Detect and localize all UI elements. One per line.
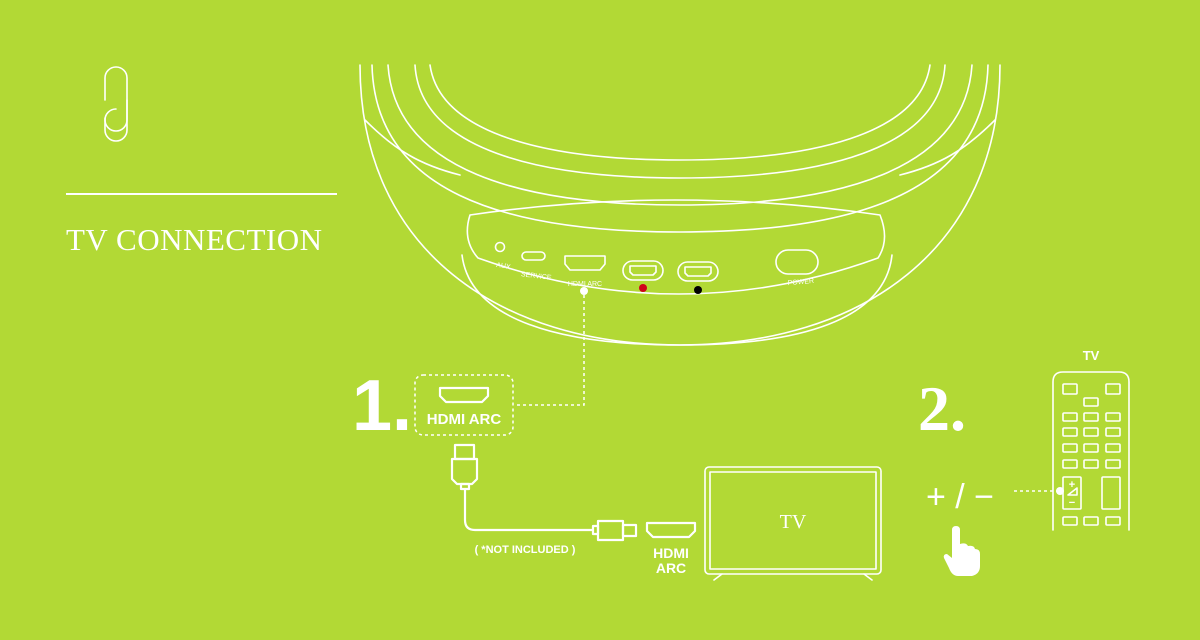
remote-label: TV	[1083, 348, 1100, 363]
power-label: POWER	[787, 278, 814, 287]
volume-rocker	[1062, 476, 1082, 510]
volume-symbol: + / −	[926, 478, 994, 516]
tv-remote-icon	[1052, 371, 1130, 531]
tv-icon	[704, 466, 882, 581]
speaker-port-black	[677, 261, 719, 282]
step-2-number: 2.	[918, 373, 966, 444]
power-button	[775, 249, 819, 275]
tv-label: TV	[780, 511, 807, 533]
speaker-port-red	[622, 260, 664, 281]
aux-port	[494, 241, 506, 253]
dotted-leader	[515, 295, 585, 406]
ports: AUX SERVICE HDMI ARC POWER	[494, 241, 819, 294]
hdmi-arc-label: HDMI ARC	[568, 281, 602, 288]
hdmi-arc-callout	[414, 374, 514, 436]
port-panel	[466, 199, 886, 295]
aux-label: AUX	[496, 262, 512, 271]
divider	[66, 193, 337, 195]
remote-plus: +	[1069, 479, 1075, 491]
tv-port-label-2: ARC	[656, 560, 686, 576]
remote-minus: −	[1069, 497, 1075, 509]
pointing-hand-icon	[943, 526, 980, 576]
tv-hdmi-port-icon	[645, 521, 697, 539]
hdmi-icon	[438, 386, 490, 404]
hdmi-arc-port	[564, 255, 606, 271]
service-port	[521, 251, 546, 261]
hdmi-cable-icon	[450, 443, 638, 542]
headphone-illustration	[359, 64, 1001, 346]
step-1-number: 1.	[352, 366, 412, 446]
red-indicator	[639, 284, 647, 292]
black-indicator	[694, 286, 702, 294]
page-title: TV CONNECTION	[66, 222, 323, 257]
link-chain-icon	[104, 66, 128, 142]
connection-point	[580, 287, 588, 295]
callout-label: HDMI ARC	[427, 411, 502, 428]
tv-port-label-1: HDMI	[653, 545, 689, 561]
service-label: SERVICE	[521, 271, 553, 282]
cable-note: ( *NOT INCLUDED )	[475, 544, 576, 556]
